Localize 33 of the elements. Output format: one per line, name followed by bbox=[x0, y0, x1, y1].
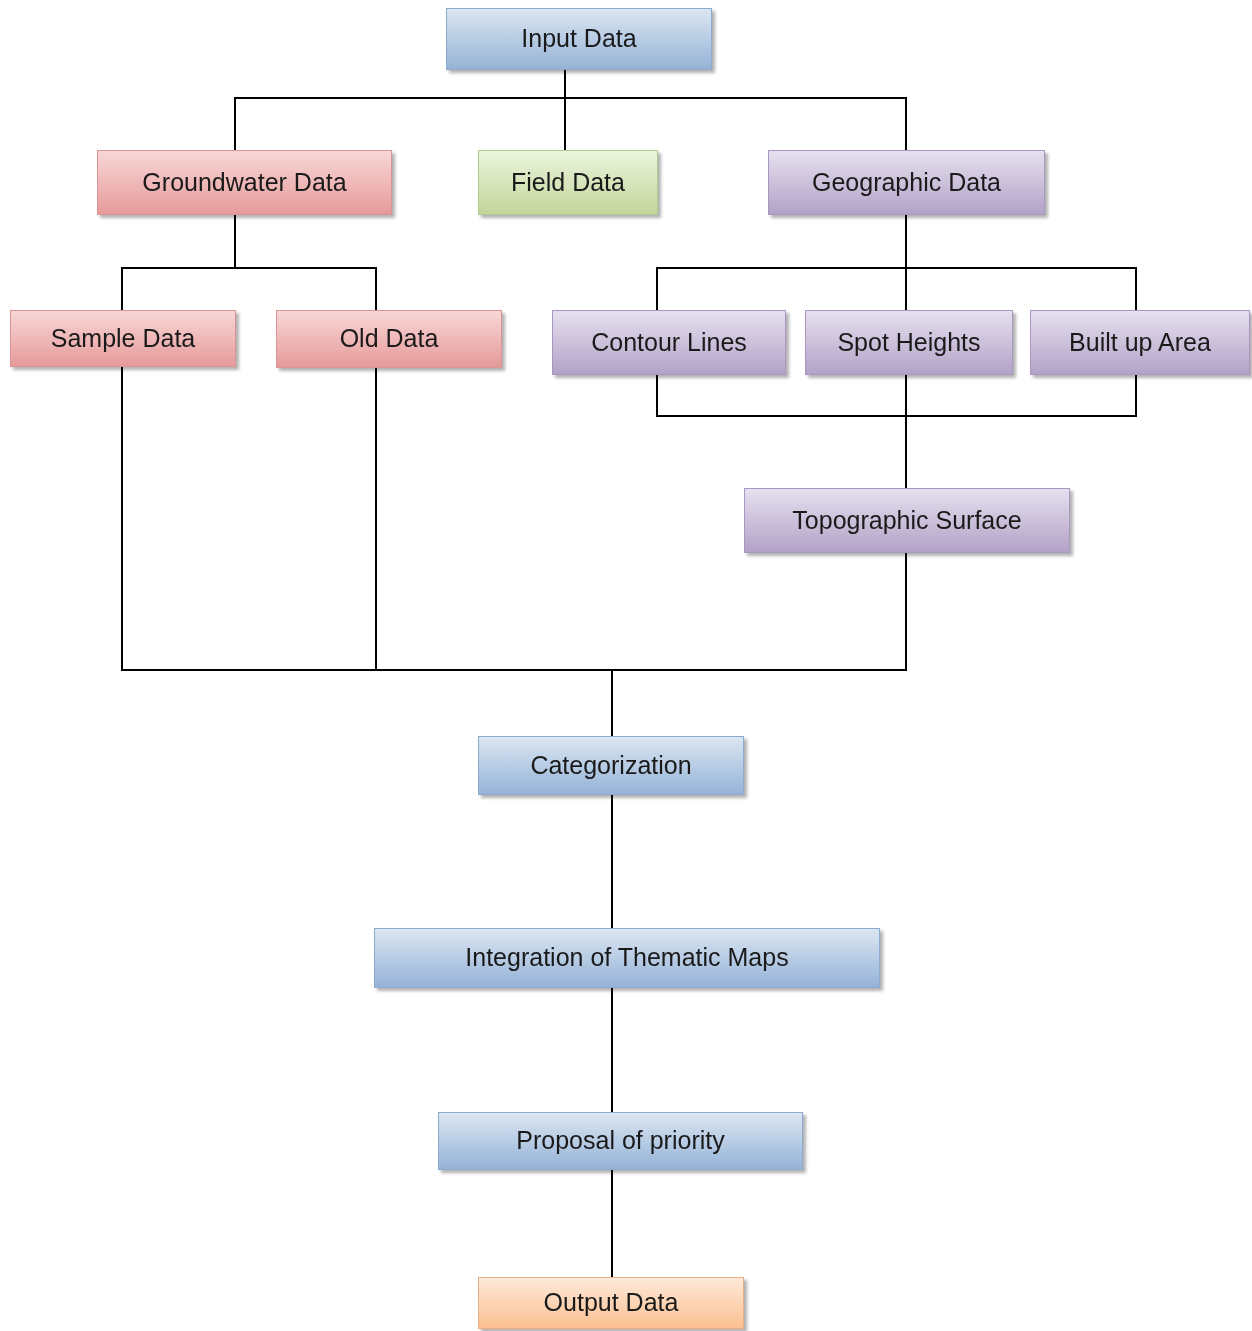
box-label: Integration of Thematic Maps bbox=[465, 942, 789, 974]
box-label: Proposal of priority bbox=[516, 1125, 725, 1157]
box-label: Field Data bbox=[511, 166, 625, 198]
box-label: Groundwater Data bbox=[142, 166, 347, 198]
process-box bbox=[768, 150, 1045, 215]
process-box bbox=[805, 310, 1013, 375]
process-box bbox=[438, 1112, 803, 1170]
process-box bbox=[97, 150, 392, 215]
box-label: Input Data bbox=[521, 23, 637, 55]
box-label: Categorization bbox=[530, 749, 692, 781]
process-box bbox=[478, 1277, 744, 1329]
process-box bbox=[446, 8, 712, 70]
process-box bbox=[374, 928, 880, 988]
box-label: Built up Area bbox=[1069, 326, 1211, 358]
connector-line bbox=[611, 794, 613, 929]
box-label: Sample Data bbox=[50, 322, 196, 354]
process-box bbox=[276, 310, 502, 368]
process-box bbox=[478, 736, 744, 795]
process-box bbox=[10, 310, 236, 367]
box-label: Old Data bbox=[339, 323, 439, 355]
box-label: Output Data bbox=[543, 1287, 679, 1319]
box-label: Contour Lines bbox=[591, 326, 747, 358]
process-box bbox=[1030, 310, 1250, 375]
connector-line bbox=[905, 214, 1137, 311]
connector-line bbox=[611, 1169, 613, 1278]
process-box bbox=[478, 150, 658, 215]
process-box bbox=[552, 310, 786, 375]
process-box bbox=[744, 488, 1070, 553]
connector-line bbox=[611, 987, 613, 1113]
connector-line bbox=[905, 374, 1137, 489]
box-label: Topographic Surface bbox=[792, 504, 1022, 536]
box-label: Geographic Data bbox=[812, 166, 1001, 198]
box-label: Spot Heights bbox=[837, 326, 981, 358]
